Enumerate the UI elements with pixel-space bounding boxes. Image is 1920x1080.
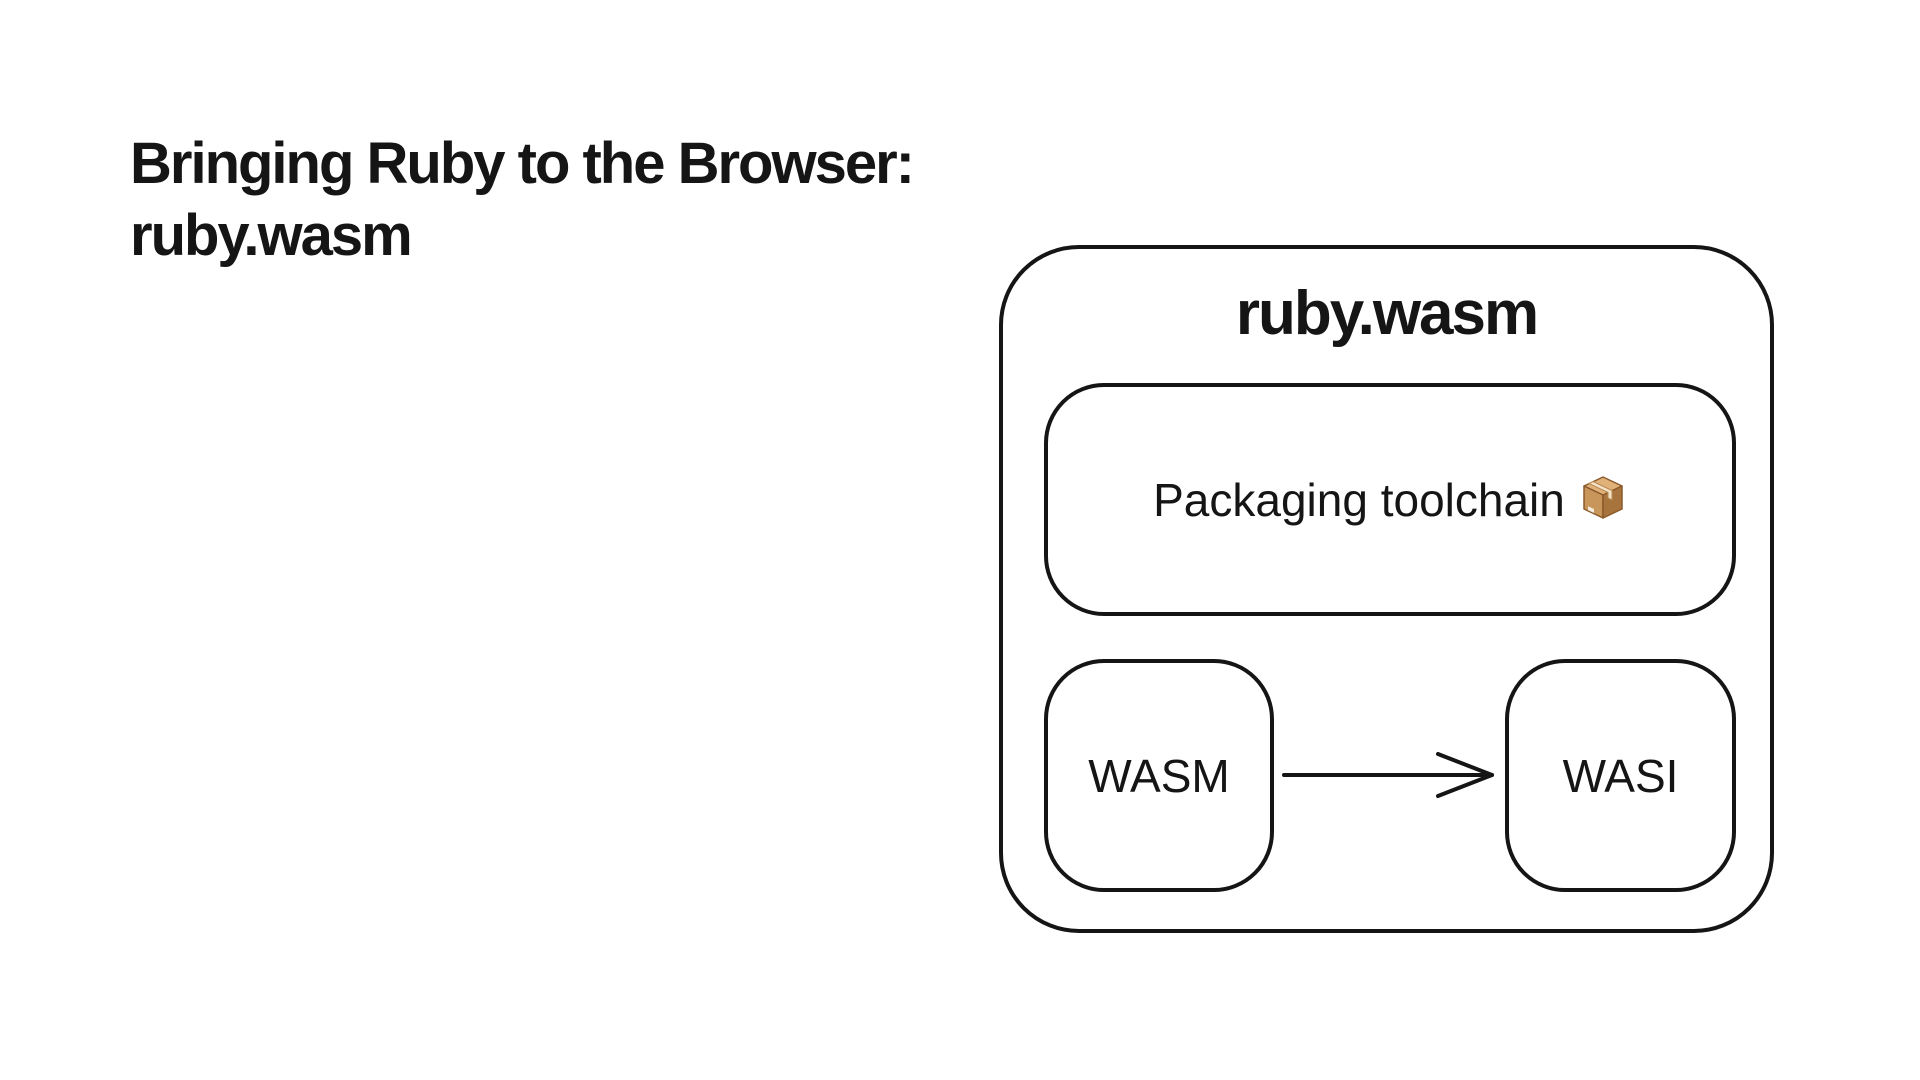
slide-title: Bringing Ruby to the Browser: ruby.wasm [130, 128, 915, 272]
ruby-wasm-label: ruby.wasm [1235, 279, 1539, 348]
wasi-label: WASI [1562, 749, 1679, 802]
wasm-box: WASM [1044, 659, 1274, 892]
slide-title-line-1: Bringing Ruby to the Browser: [130, 131, 915, 196]
packaging-toolchain-label: Packaging toolchain [1153, 473, 1565, 526]
wasm-label: WASM [1088, 749, 1230, 802]
slide-title-line-2: ruby.wasm [130, 203, 413, 268]
ruby-wasm-container: ruby.wasm [999, 245, 1774, 933]
package-icon [1583, 475, 1623, 519]
packaging-toolchain-box: Packaging toolchain [1044, 383, 1736, 616]
wasi-box: WASI [1505, 659, 1736, 892]
wasm-to-wasi-arrow [1282, 752, 1494, 798]
packaging-toolchain-group: Packaging toolchain [1153, 473, 1627, 527]
